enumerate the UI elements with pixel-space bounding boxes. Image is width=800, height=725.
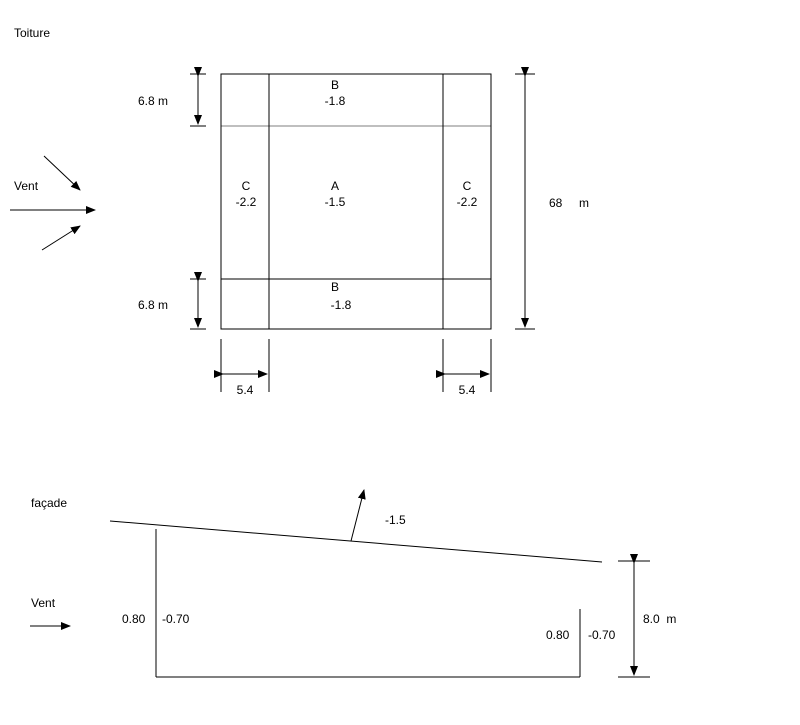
dim-bottom-zone — [190, 272, 206, 330]
dim-right-width-label: 5.4 — [459, 383, 476, 397]
right-wall-inside-value: 0.80 — [546, 628, 570, 642]
zone-a-value: -1.5 — [325, 195, 346, 209]
roof-outline — [220, 73, 492, 330]
dim-total — [515, 67, 535, 330]
roof-wind-arrows — [10, 155, 96, 251]
dim-top-zone — [190, 67, 206, 127]
dim-top-label: 6.8 m — [138, 94, 168, 108]
left-wall-outside-value: 0.80 — [122, 612, 146, 626]
dim-height-label: 8.0 m — [643, 612, 676, 626]
zone-b-bottom-letter: B — [331, 280, 339, 294]
wind-arrow-lower — [41, 225, 81, 251]
dim-right-width — [436, 339, 492, 392]
dim-left-width-label: 5.4 — [237, 383, 254, 397]
roof-wind-label: Vent — [14, 179, 39, 193]
zone-b-top-letter: B — [331, 78, 339, 92]
zone-c-right-letter: C — [463, 179, 472, 193]
left-wall-inside-value: -0.70 — [162, 612, 190, 626]
roof-plan — [220, 73, 492, 330]
dim-bottom-label: 6.8 m — [138, 298, 168, 312]
wind-arrow-upper — [43, 155, 81, 191]
facade-wind-label: Vent — [31, 596, 56, 610]
zone-a-letter: A — [331, 179, 339, 193]
zone-c-left-value: -2.2 — [236, 195, 257, 209]
roof-title: Toiture — [14, 26, 50, 40]
dim-left-width — [214, 339, 270, 392]
dim-height — [618, 554, 650, 678]
zone-c-left-letter: C — [242, 179, 251, 193]
facade-section — [109, 489, 603, 678]
zone-c-right-value: -2.2 — [457, 195, 478, 209]
right-wall-outside-value: -0.70 — [588, 628, 616, 642]
zone-b-bottom-value: -1.8 — [331, 298, 352, 312]
roof-suction-arrow — [350, 489, 366, 542]
facade-roof-value: -1.5 — [385, 513, 406, 527]
facade-roof-line — [109, 520, 603, 563]
zone-b-top-value: -1.8 — [325, 94, 346, 108]
dim-total-label: 68 m — [549, 196, 589, 210]
facade-title: façade — [31, 496, 67, 510]
